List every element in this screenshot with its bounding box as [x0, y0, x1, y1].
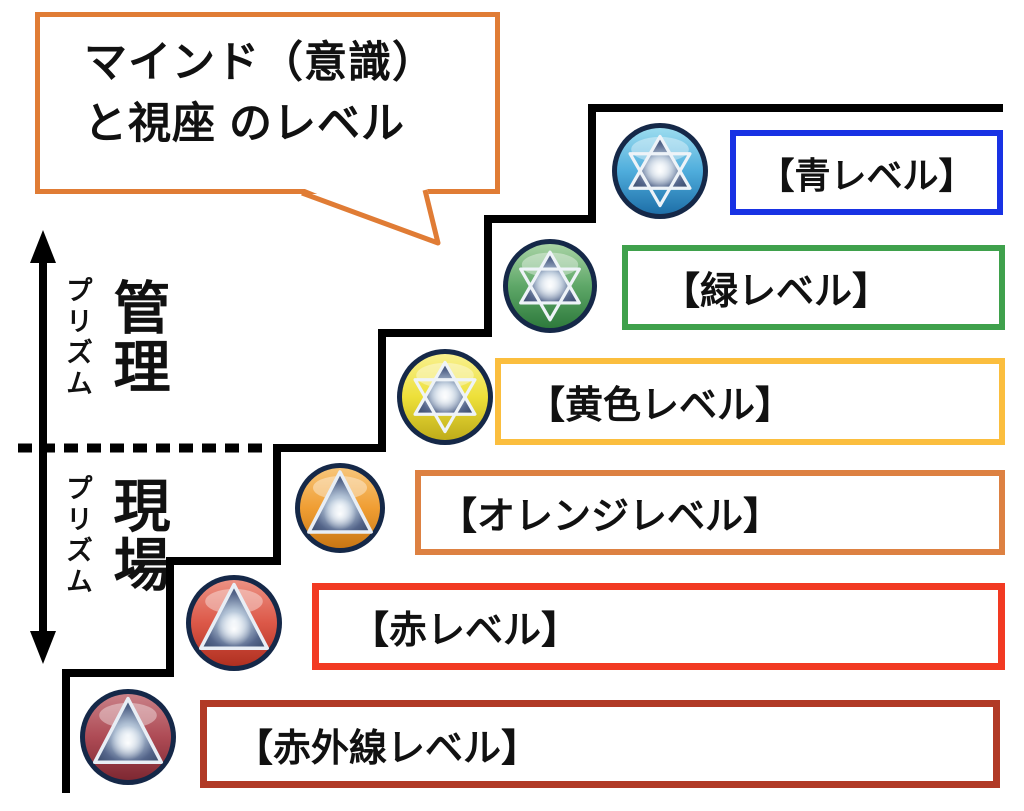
speech-bubble-text: マインド（意識） と視座 のレベル [40, 17, 495, 155]
orb-orange-icon [295, 463, 385, 553]
label-management: 管理 [105, 278, 169, 396]
level-box-orange: 【オレンジレベル】 [415, 470, 1005, 555]
level-label-blue: 【青レベル】 [758, 154, 975, 196]
level-box-infrared: 【赤外線レベル】 [200, 700, 1000, 788]
level-box-green: 【緑レベル】 [622, 245, 1005, 330]
level-label-infrared: 【赤外線レベル】 [235, 727, 540, 770]
level-label-red: 【赤レベル】 [351, 610, 580, 652]
vertical-double-arrow-icon [30, 230, 56, 664]
level-label-green: 【緑レベル】 [662, 271, 891, 313]
orb-green-icon [503, 239, 597, 333]
level-label-orange: 【オレンジレベル】 [439, 496, 782, 538]
label-upper-prism: プリズム [62, 276, 92, 400]
speech-bubble-tail [300, 187, 441, 246]
orb-yellow-icon [397, 349, 493, 445]
orb-blue-icon [612, 123, 708, 219]
level-box-blue: 【青レベル】 [730, 130, 1003, 215]
label-lower-prism: プリズム [62, 474, 92, 598]
speech-bubble-line1: マインド（意識） [84, 39, 436, 87]
speech-bubble: マインド（意識） と視座 のレベル [35, 12, 500, 194]
label-field: 現場 [105, 476, 169, 594]
level-box-yellow: 【黄色レベル】 [495, 358, 1005, 445]
orb-infrared-icon [80, 689, 176, 785]
level-label-yellow: 【黄色レベル】 [527, 385, 794, 427]
orb-red-icon [186, 575, 282, 671]
level-box-red: 【赤レベル】 [312, 583, 1005, 670]
speech-bubble-line2: と視座 のレベル [84, 100, 405, 149]
